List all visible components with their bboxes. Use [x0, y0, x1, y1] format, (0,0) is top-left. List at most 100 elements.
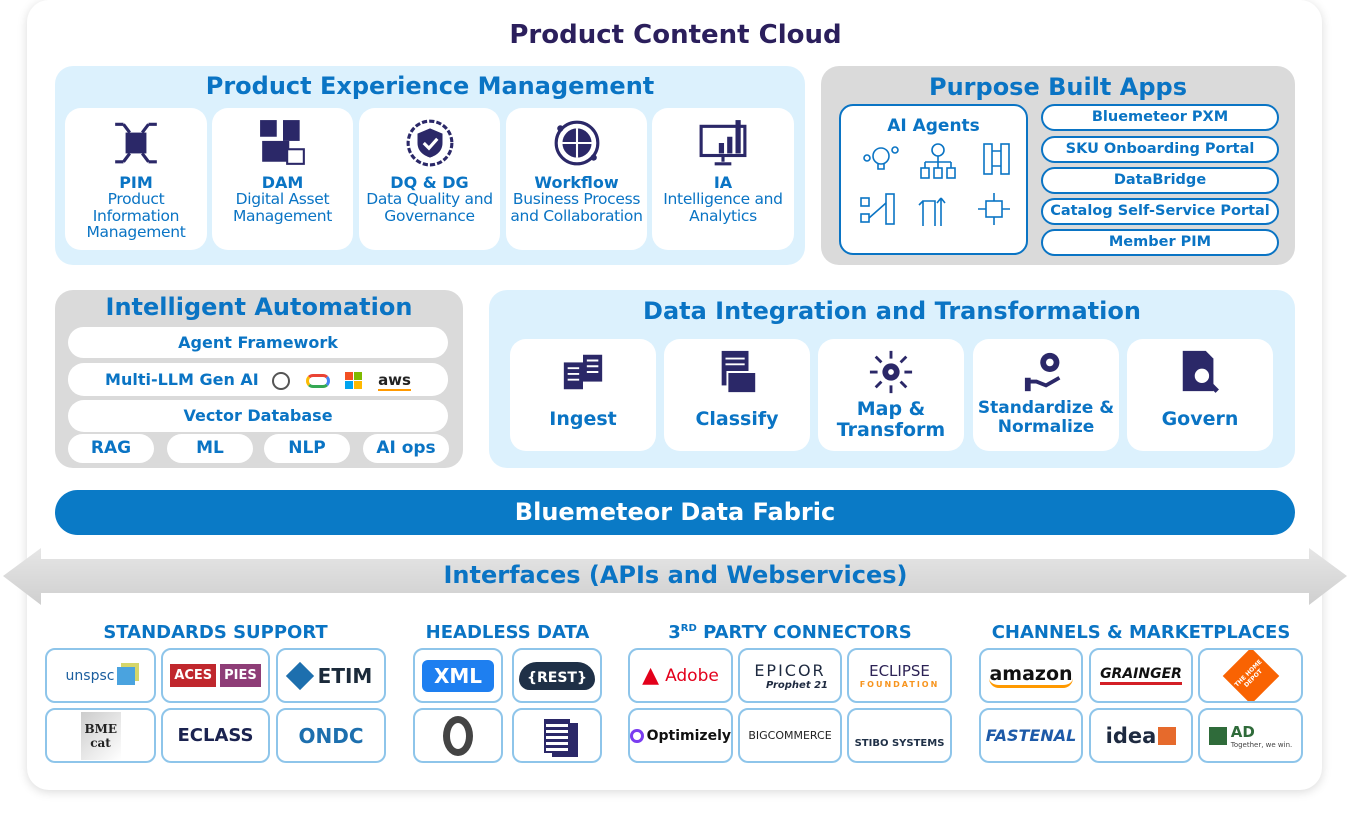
unspsc-mark [117, 666, 136, 685]
puzzle-globe-icon [554, 120, 599, 166]
ad-tagline: Together, we win. [1230, 740, 1293, 749]
page-title: Product Content Cloud [509, 20, 842, 50]
optimizely-icon [630, 728, 644, 743]
product-network-icon [115, 122, 157, 164]
integration-card-label: Ingest [549, 408, 617, 430]
multi-llm-label: Multi-LLM Gen AI [105, 370, 259, 389]
google-cloud-icon [305, 373, 330, 388]
bigcommerce-text: BIGCOMMERCE [748, 729, 832, 742]
documents-logo [512, 708, 602, 763]
bmecat-logo: BME cat [45, 708, 156, 763]
xml-logo: XML [413, 648, 503, 703]
aces-text: ACES [170, 664, 217, 687]
stibo-logo: STIBO SYSTEMS [847, 708, 952, 763]
etim-mark [285, 661, 314, 690]
documents-icon [563, 354, 603, 390]
grainger-text: GRAINGER [1100, 666, 1182, 685]
document-search-icon [1182, 350, 1219, 393]
eclass-logo: ECLASS [161, 708, 270, 763]
eclipse-text: ECLIPSE [869, 662, 930, 680]
json-icon [443, 715, 473, 756]
pxm-card-ia: IA Intelligence and Analytics [652, 108, 794, 250]
app-member-pim[interactable]: Member PIM [1041, 229, 1279, 256]
flow-icon [860, 193, 895, 225]
aws-logo: aws [378, 371, 411, 391]
ai-agents-icons [860, 143, 1010, 226]
lightbulb-icon [863, 146, 899, 170]
pill-rag: RAG [68, 434, 154, 463]
pill-ml: ML [167, 434, 253, 463]
integration-card-standardize: Standardize & Normalize [973, 339, 1119, 451]
pxm-card-title: DAM [261, 173, 304, 192]
connectors-title: 3RD PARTY CONNECTORS [628, 622, 952, 643]
pxm-card-pim: PIM Product Information Management [65, 108, 207, 250]
unspsc-logo: unspsc [45, 648, 156, 703]
pxm-card-title: DQ & DG [390, 173, 469, 192]
automation-title: Intelligent Automation [105, 293, 413, 321]
channels-title: CHANNELS & MARKETPLACES [991, 622, 1291, 643]
interfaces-arrow [3, 548, 1347, 605]
app-sku-onboarding-portal[interactable]: SKU Onboarding Portal [1041, 136, 1279, 163]
integration-card-map: Map & Transform [818, 339, 964, 451]
bmecat-text: BME cat [80, 711, 121, 760]
microsoft-icon [345, 372, 363, 389]
fastenal-text: FASTENAL [985, 726, 1077, 745]
grainger-logo: GRAINGER [1089, 648, 1193, 703]
adobe-icon: ▲ [642, 663, 660, 688]
pies-text: PIES [220, 664, 261, 687]
pxm-card-dam: DAM Digital Asset Management [212, 108, 353, 250]
pxm-card-subtitle: Digital Asset Management [232, 190, 333, 225]
optimizely-text: Optimizely [646, 727, 731, 744]
adobe-text: Adobe [665, 665, 719, 686]
pxm-card-subtitle: Data Quality and Governance [366, 190, 493, 225]
multi-llm-pill: Multi-LLM Gen AI aws [68, 363, 448, 396]
home-depot-logo: THE HOME DEPOT [1198, 648, 1303, 703]
documents-stack-icon [544, 718, 570, 753]
pxm-card-subtitle: Product Information Management [86, 190, 186, 241]
xml-text: XML [421, 659, 495, 692]
pxm-card-subtitle: Business Process and Collaboration [510, 190, 643, 225]
bigcommerce-logo: BIGCOMMERCE [738, 708, 842, 763]
integration-card-label: Map & Transform [836, 398, 946, 441]
app-databridge[interactable]: DataBridge [1041, 167, 1279, 194]
standards-title: STANDARDS SUPPORT [103, 622, 328, 643]
etim-text: ETIM [317, 663, 373, 688]
openai-icon [272, 371, 291, 390]
pill-ai-ops: AI ops [363, 434, 449, 463]
app-bluemeteor-pxm[interactable]: Bluemeteor PXM [1041, 104, 1279, 131]
pxm-card-title: IA [713, 173, 733, 192]
headless-title: HEADLESS DATA [425, 622, 590, 643]
pxm-card-workflow: Workflow Business Process and Collaborat… [506, 108, 647, 250]
pxm-title: Product Experience Management [205, 72, 655, 100]
data-fabric-bar: Bluemeteor Data Fabric [55, 490, 1295, 535]
rest-text: {REST} [519, 661, 595, 690]
gear-arrows-icon [869, 350, 913, 394]
arrows-icon [918, 197, 946, 226]
digital-assets-icon [259, 120, 305, 165]
amazon-logo: amazon [979, 648, 1083, 703]
amazon-text: amazon [989, 663, 1073, 688]
connectors-title-sup: RD [680, 623, 697, 634]
unspsc-text: unspsc [65, 667, 115, 684]
nodes-icon [983, 143, 1010, 175]
integration-card-govern: Govern [1127, 339, 1273, 451]
etim-logo: ETIM [276, 648, 386, 703]
ai-agents-title: AI Agents [887, 116, 980, 136]
gear-tree-icon [920, 143, 956, 179]
idea-logo: idea [1089, 708, 1193, 763]
idea-text: idea [1105, 723, 1157, 748]
integration-card-ingest: Ingest [510, 339, 656, 451]
json-logo [413, 708, 503, 763]
pxm-card-title: PIM [119, 173, 153, 192]
file-folder-icon [721, 350, 758, 395]
chip-icon [978, 193, 1010, 225]
pxm-card-subtitle: Intelligence and Analytics [663, 190, 783, 225]
vector-database-pill: Vector Database [68, 400, 448, 432]
pxm-card-dqdg: DQ & DG Data Quality and Governance [359, 108, 500, 250]
prophet21-text: Prophet 21 [765, 679, 828, 691]
rest-logo: {REST} [512, 648, 602, 703]
integration-card-label: Classify [695, 408, 779, 430]
app-catalog-self-service-portal[interactable]: Catalog Self-Service Portal [1041, 198, 1279, 225]
